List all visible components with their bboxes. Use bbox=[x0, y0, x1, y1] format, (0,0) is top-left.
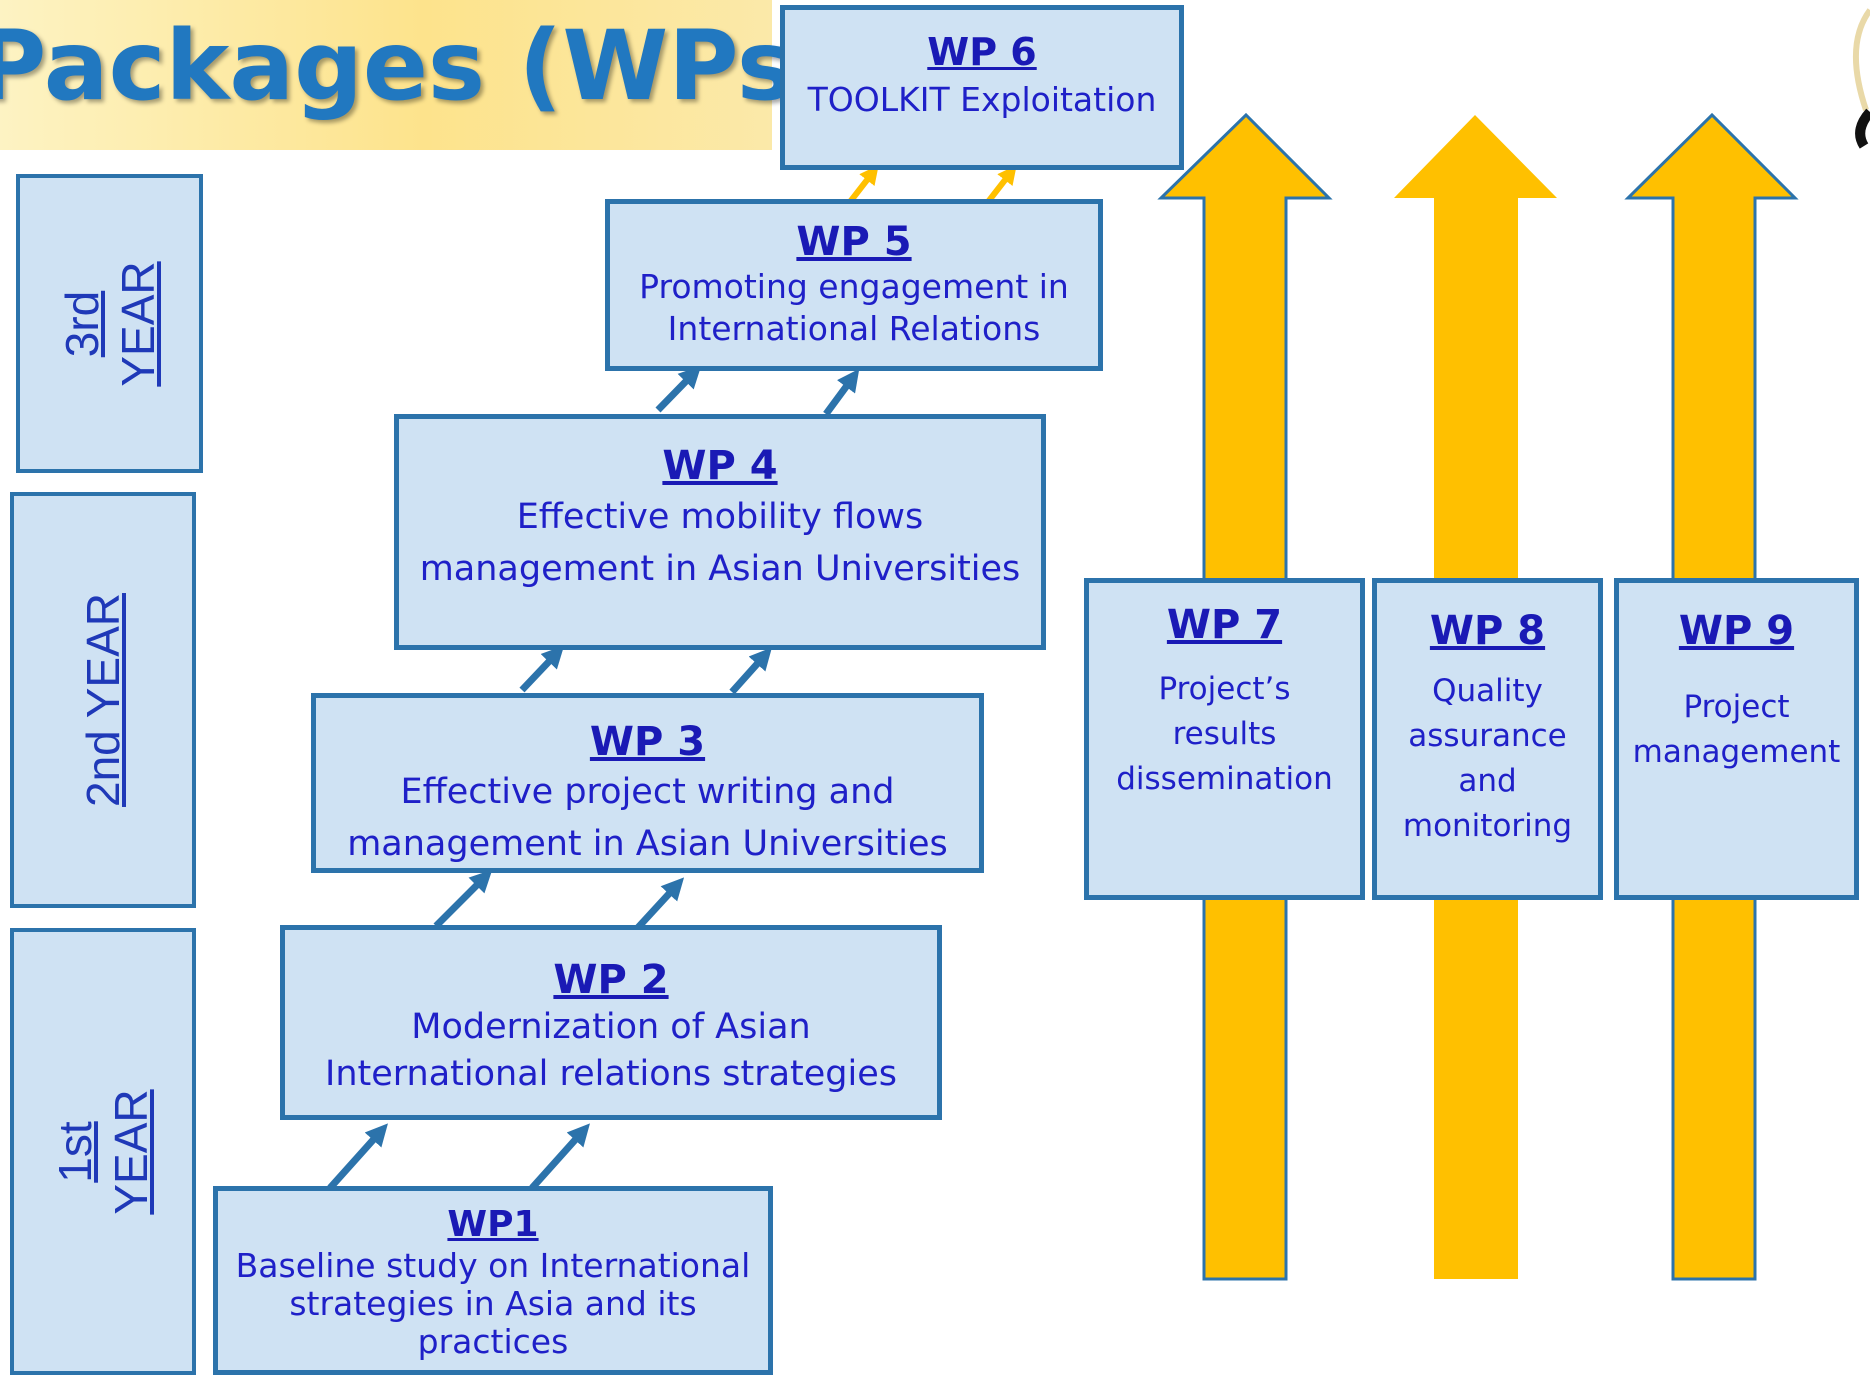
wp5-desc-line-1: Promoting engagement in bbox=[639, 267, 1069, 306]
year-box-second: 2nd YEAR bbox=[10, 492, 196, 908]
wp7-title: WP 7 bbox=[1166, 602, 1283, 648]
wp4-box: WP 4 Effective mobility flows management… bbox=[394, 414, 1046, 650]
wp8-desc-line-1: Quality bbox=[1432, 673, 1543, 709]
wp8-desc-line-4: monitoring bbox=[1402, 808, 1573, 844]
wp1-title: WP1 bbox=[447, 1204, 539, 1245]
wp1-desc-line-3: practices bbox=[417, 1322, 569, 1361]
wp3-box: WP 3 Effective project writing and manag… bbox=[311, 693, 984, 873]
connector-wp3-wp4-a bbox=[519, 645, 565, 693]
wp4-desc-line-2: management in Asian Universities bbox=[419, 549, 1021, 589]
wp3-desc-line-2: management in Asian Universities bbox=[347, 824, 948, 864]
wp1-desc-line-1: Baseline study on International bbox=[235, 1246, 751, 1285]
wp1-desc-line-2: strategies in Asia and its bbox=[289, 1284, 697, 1323]
wp4-title: WP 4 bbox=[662, 443, 778, 489]
wp5-box: WP 5 Promoting engagement in Internation… bbox=[605, 199, 1103, 371]
wp3-title: WP 3 bbox=[589, 719, 706, 765]
wp9-desc-line-2: management bbox=[1632, 734, 1841, 770]
wp8-box: WP 8 Quality assurance and monitoring bbox=[1372, 578, 1603, 900]
connector-wp1-wp2-b bbox=[529, 1123, 590, 1191]
connector-wp4-wp5-b bbox=[823, 368, 860, 417]
wp9-title: WP 9 bbox=[1678, 608, 1795, 654]
wp7-desc-line-2: results bbox=[1172, 716, 1277, 752]
wp6-desc-line-1: TOOLKIT Exploitation bbox=[807, 80, 1157, 119]
wp7-box: WP 7 Project’s results dissemination bbox=[1084, 578, 1365, 900]
connector-wp1-wp2-a bbox=[327, 1123, 388, 1191]
wp7-desc-line-3: dissemination bbox=[1116, 761, 1333, 797]
wp1-box: WP1 Baseline study on International stra… bbox=[213, 1186, 773, 1375]
wp6-title: WP 6 bbox=[927, 30, 1037, 74]
wp9-box: WP 9 Project management bbox=[1614, 578, 1859, 900]
wp7-desc-line-1: Project’s bbox=[1158, 671, 1291, 707]
wp8-desc-line-2: assurance bbox=[1408, 718, 1567, 754]
wp5-desc-line-2: International Relations bbox=[667, 309, 1041, 348]
wp2-box: WP 2 Modernization of Asian Internationa… bbox=[280, 925, 942, 1120]
wp5-title: WP 5 bbox=[796, 219, 912, 265]
connector-wp3-wp4-b bbox=[729, 647, 772, 695]
connector-wp2-wp3-a bbox=[433, 869, 493, 929]
page-title: Packages (WPs) bbox=[0, 10, 838, 122]
title-banner: Packages (WPs) bbox=[0, 0, 838, 150]
wp8-title: WP 8 bbox=[1429, 608, 1546, 654]
wp2-desc-line-2: International relations strategies bbox=[325, 1054, 897, 1094]
logo-fragment bbox=[1852, 8, 1870, 149]
wp2-desc-line-1: Modernization of Asian bbox=[411, 1007, 811, 1047]
wp2-title: WP 2 bbox=[553, 957, 669, 1003]
wp3-desc-line-1: Effective project writing and bbox=[400, 772, 895, 812]
wp6-box: WP 6 TOOLKIT Exploitation bbox=[780, 5, 1184, 170]
wp8-desc-line-3: and bbox=[1458, 763, 1517, 799]
wp4-desc-line-1: Effective mobility flows bbox=[516, 497, 924, 537]
connector-wp4-wp5-a bbox=[655, 365, 702, 413]
wp9-desc-line-1: Project bbox=[1683, 689, 1790, 725]
